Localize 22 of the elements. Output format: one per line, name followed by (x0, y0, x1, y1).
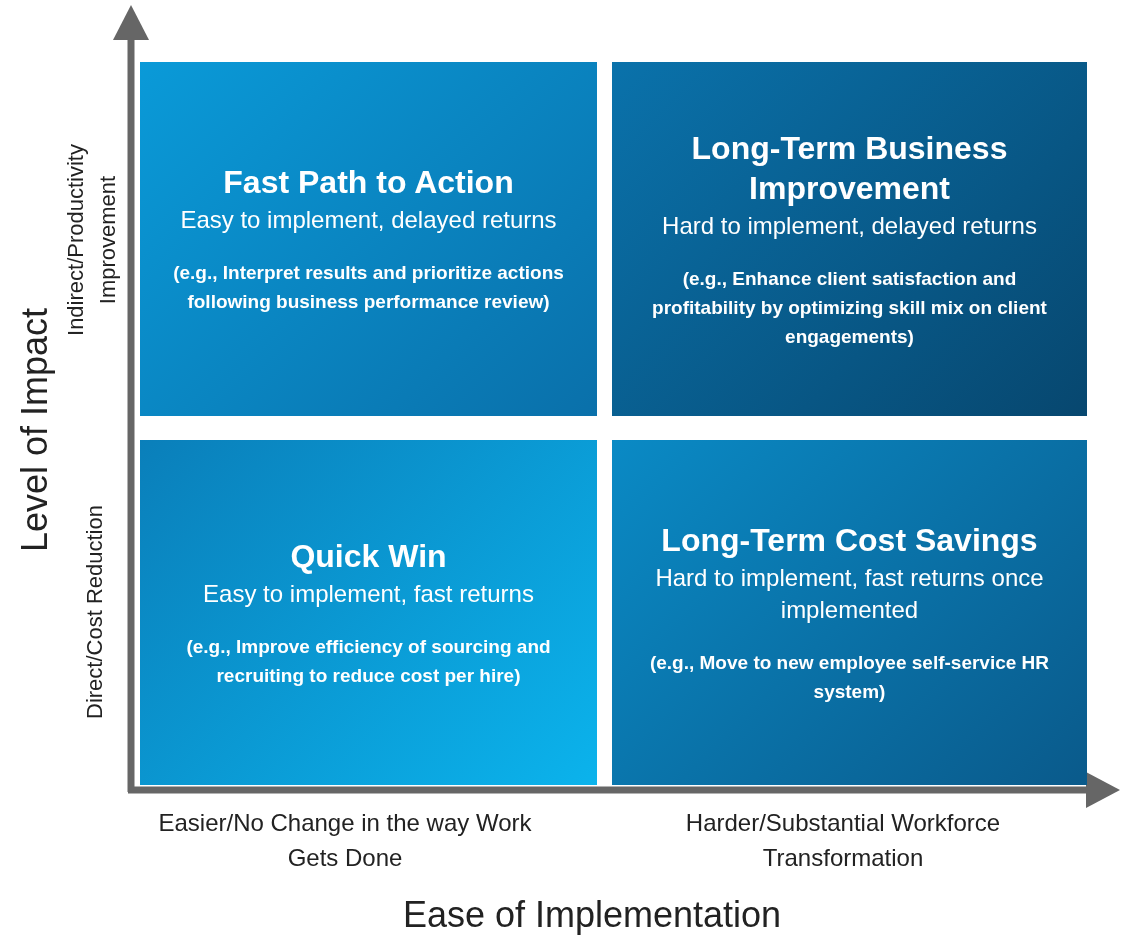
axis-title: Level of Impact (13, 306, 56, 555)
quadrant-panel (612, 440, 1087, 785)
axis-category-label: Harder/Substantial Workforce Transformation (684, 808, 1002, 873)
axis-category-label: Easier/No Change in the way Work Gets Done (157, 808, 533, 873)
quadrant-title: Long-Term Business Improvement (690, 128, 1009, 208)
quadrant-title: Quick Win (290, 536, 447, 576)
quadrant-title: Fast Path to Action (223, 163, 514, 202)
quadrant-subtitle: Hard to implement, fast returns once implemented (654, 562, 1045, 625)
axis-title: Ease of Implementation (401, 893, 783, 937)
example-text: (e.g., Improve efficiency of sourcing and recruiting to reduce cost per hire) (185, 634, 552, 688)
quadrant-subtitle: Hard to implement, delayed returns (662, 210, 1037, 241)
quadrant-title: Long-Term Cost Savings (661, 520, 1038, 560)
quadrant-panel (140, 440, 597, 785)
quadrant-subtitle: Easy to implement, fast returns (203, 578, 534, 609)
example-text: (e.g., Interpret results and prioritize actions following business performance review) (172, 261, 565, 314)
quadrant-panel (140, 62, 597, 416)
example-text: (e.g., Move to new employee self-service HR system) (648, 650, 1051, 704)
axis-category-label: Direct/Cost Reduction (81, 504, 108, 721)
axis-category-label: Indirect/Productivity Improvement (62, 143, 121, 338)
example-text: (e.g., Enhance client satisfaction and profitability by optimizing skill mix on client engagements) (651, 266, 1048, 349)
quadrant-panel (612, 62, 1087, 416)
quadrant-subtitle: Easy to implement, delayed returns (180, 205, 557, 235)
